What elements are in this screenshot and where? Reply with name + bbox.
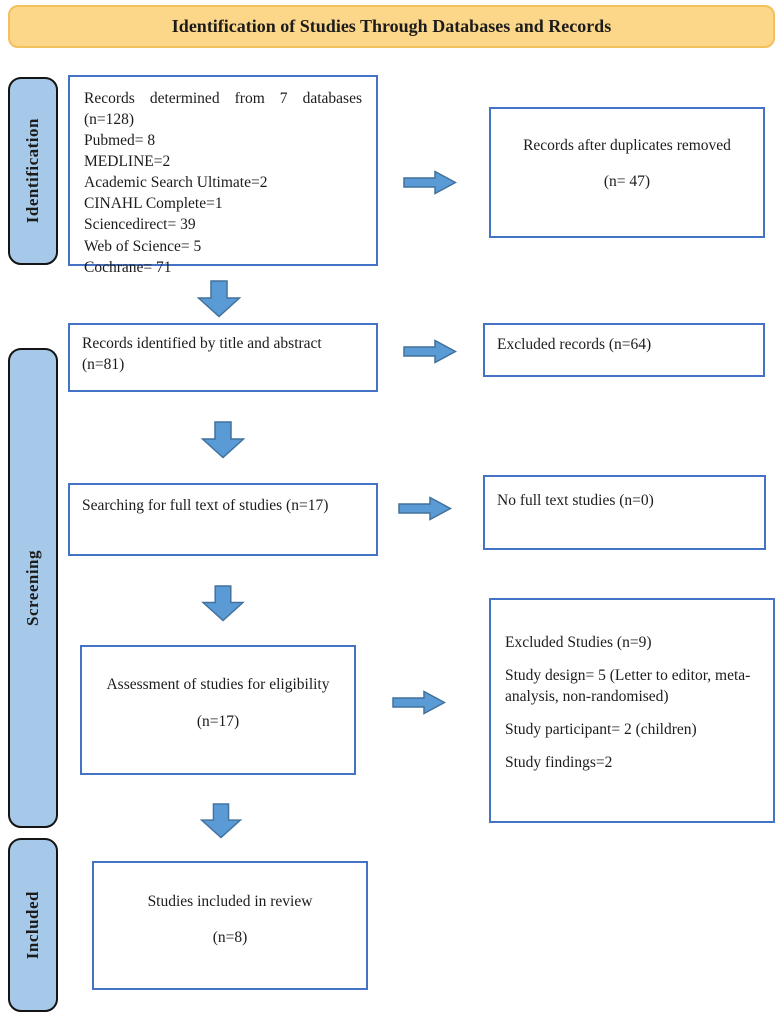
stage-label-included: Included: [23, 890, 42, 960]
right-arrow-icon: [403, 339, 457, 364]
title-abstract-text: Records identified by title and abstract…: [82, 335, 322, 374]
excluded-studies-paragraph: Study design= 5 (Letter to editor, meta-…: [505, 667, 751, 706]
included-review-text: Studies included in review: [147, 893, 313, 911]
stage-bar-identification: Identification: [8, 77, 58, 265]
no-full-text-text: No full text studies (n=0): [497, 492, 654, 509]
records-determined-line: MEDLINE=2: [84, 153, 171, 171]
records-determined-line: Records determined from 7 databases (n=1…: [84, 90, 362, 129]
records-determined-line: Cochrane= 71: [84, 258, 172, 276]
stage-label-identification: Identification: [23, 118, 42, 224]
box-included-review: Studies included in review (n=8): [92, 861, 368, 990]
box-title-abstract: Records identified by title and abstract…: [68, 323, 378, 392]
records-determined-line: Sciencedirect= 39: [84, 216, 196, 234]
down-arrow-icon: [199, 803, 243, 839]
down-arrow-icon: [201, 585, 245, 622]
excluded-studies-paragraph: Study participant= 2 (children): [505, 721, 697, 739]
box-duplicates-removed: Records after duplicates removed (n= 47): [489, 107, 765, 238]
down-arrow-icon: [197, 280, 241, 318]
box-excluded-records: Excluded records (n=64): [483, 323, 765, 377]
records-determined-line: Pubmed= 8: [84, 132, 156, 150]
records-determined-line: CINAHL Complete=1: [84, 195, 223, 213]
records-determined-line: Academic Search Ultimate=2: [84, 174, 268, 192]
right-arrow-icon: [398, 496, 452, 521]
box-excluded-studies: Excluded Studies (n=9) Study design= 5 (…: [489, 598, 775, 823]
stage-bar-screening: Screening: [8, 348, 58, 828]
box-full-text-search: Searching for full text of studies (n=17…: [68, 483, 378, 556]
duplicates-removed-text: Records after duplicates removed: [523, 137, 731, 155]
stage-label-screening: Screening: [23, 550, 42, 626]
box-no-full-text: No full text studies (n=0): [483, 475, 766, 550]
excluded-records-text: Excluded records (n=64): [497, 336, 652, 353]
records-determined-line: Web of Science= 5: [84, 237, 202, 255]
full-text-search-text: Searching for full text of studies (n=17…: [82, 497, 329, 514]
right-arrow-icon: [392, 690, 446, 715]
included-review-count: (n=8): [212, 928, 248, 946]
right-arrow-icon: [403, 170, 457, 195]
box-records-determined: Records determined from 7 databases (n=1…: [68, 75, 378, 276]
excluded-studies-paragraph: Study findings=2: [505, 754, 613, 772]
excluded-studies-paragraph: Excluded Studies (n=9): [505, 634, 652, 651]
box-eligibility: Assessment of studies for eligibility (n…: [80, 645, 356, 775]
stage-bar-included: Included: [8, 838, 58, 1012]
duplicates-removed-count: (n= 47): [603, 172, 651, 190]
diagram-title: Identification of Studies Through Databa…: [171, 16, 612, 36]
eligibility-text: Assessment of studies for eligibility: [106, 675, 330, 693]
diagram-title-banner: Identification of Studies Through Databa…: [8, 5, 775, 48]
down-arrow-icon: [201, 421, 245, 459]
eligibility-count: (n=17): [196, 713, 240, 730]
